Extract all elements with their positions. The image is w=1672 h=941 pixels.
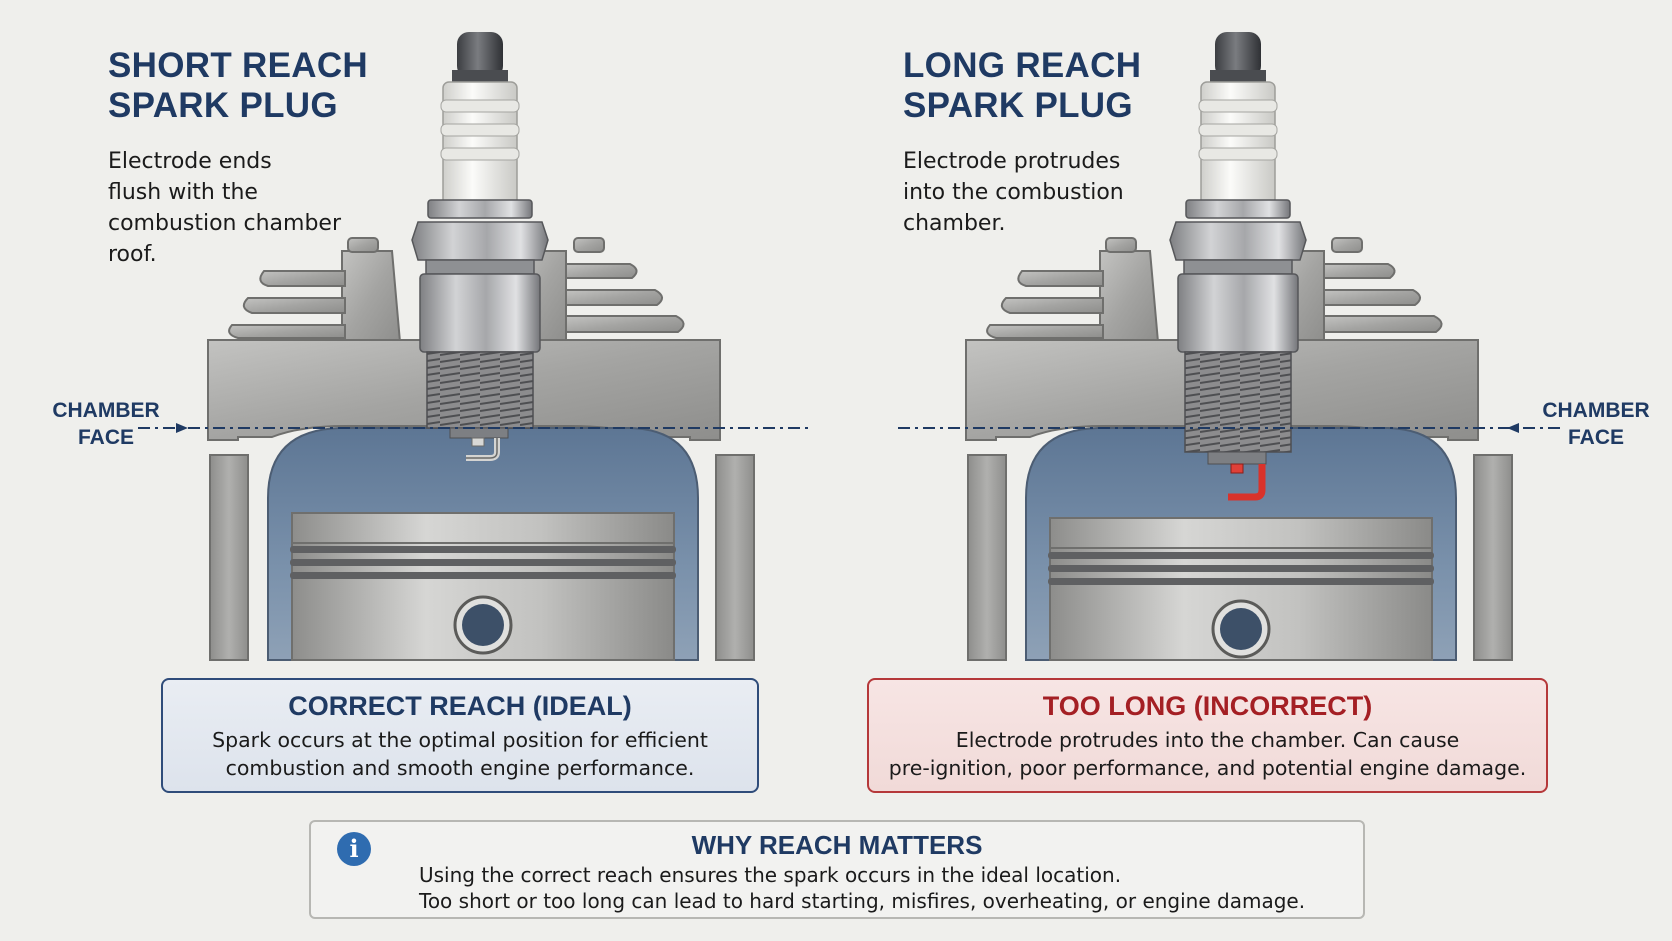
correct-reach-box: CORRECT REACH (IDEAL) Spark occurs at th…	[161, 678, 759, 793]
left-chamber-face-label: CHAMBER FACE	[52, 399, 160, 449]
right-title: LONG REACH SPARK PLUG	[903, 46, 1142, 125]
right-description: Electrode protrudes into the combustion …	[903, 149, 1124, 236]
too-long-heading: TOO LONG (INCORRECT)	[1042, 691, 1373, 721]
why-reach-matters-text: Using the correct reach ensures the spar…	[419, 862, 1305, 914]
correct-reach-text: Spark occurs at the optimal position for…	[212, 728, 708, 780]
right-engine-illustration	[898, 32, 1560, 661]
right-chamber-face-label: CHAMBER FACE	[1542, 399, 1650, 449]
right-cylinder-wall-right	[1473, 454, 1513, 661]
left-chamber-face-arrow	[176, 423, 188, 433]
left-cylinder-wall-right	[715, 454, 755, 661]
left-description: Electrode ends flush with the combustion…	[108, 149, 341, 267]
right-piston	[1048, 517, 1434, 661]
left-spark-plug	[411, 32, 549, 461]
too-long-box: TOO LONG (INCORRECT) Electrode protrudes…	[867, 678, 1548, 793]
why-reach-matters-box: i WHY REACH MATTERS Using the correct re…	[309, 820, 1365, 919]
left-title: SHORT REACH SPARK PLUG	[108, 46, 368, 125]
right-cylinder-wall-left	[967, 454, 1007, 661]
right-chamber-face-arrow	[1507, 423, 1519, 433]
why-reach-matters-line-1: Using the correct reach ensures the spar…	[419, 863, 1122, 887]
why-reach-matters-heading: WHY REACH MATTERS	[691, 830, 983, 860]
why-reach-matters-line-2: Too short or too long can lead to hard s…	[419, 889, 1306, 913]
left-piston	[290, 512, 676, 661]
right-spark-plug	[1169, 32, 1307, 501]
info-icon: i	[337, 832, 371, 866]
left-engine-illustration	[138, 32, 808, 661]
too-long-text: Electrode protrudes into the chamber. Ca…	[888, 728, 1527, 780]
correct-reach-heading: CORRECT REACH (IDEAL)	[288, 691, 632, 721]
left-cylinder-wall-left	[209, 454, 249, 661]
